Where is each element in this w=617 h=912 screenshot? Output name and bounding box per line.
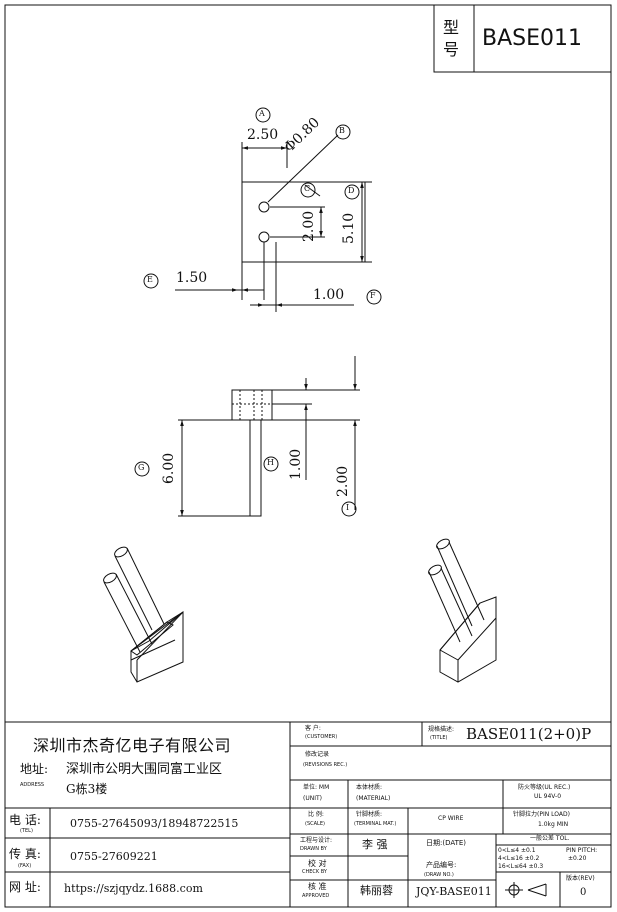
dim-c: 2.00 <box>301 210 317 242</box>
revisions-en: (REVISIONS REC.) <box>303 762 348 768</box>
iso-view-left <box>103 546 184 683</box>
projection-symbol-icon <box>505 882 547 898</box>
rev-no-label: 版本(REV) <box>566 875 595 882</box>
callout-a: A <box>259 109 265 118</box>
dim-e: 1.50 <box>176 270 208 286</box>
fax-value: 0755-27609221 <box>70 850 158 863</box>
address-en: ADDRESS <box>20 782 45 788</box>
product-en: (DRAW NO.) <box>424 872 454 878</box>
callout-b: B <box>339 126 345 135</box>
top-view <box>175 134 372 312</box>
dim-f: 1.00 <box>313 287 345 303</box>
tel-value: 0755-27645093/18948722515 <box>70 817 239 830</box>
material-en: (MATERIAL) <box>356 795 391 802</box>
tolerance-row2: 4<L≤16 ±0.2 <box>498 855 540 862</box>
company-name: 深圳市杰奇亿电子有限公司 <box>33 736 232 755</box>
fax-en: (FAX) <box>18 863 32 869</box>
product-label: 产品编号: <box>426 861 457 869</box>
callout-circles <box>134 107 382 517</box>
fire-rating-value: UL 94V-0 <box>534 793 562 800</box>
pin-hole-upper <box>258 201 270 213</box>
tolerance-row1: 0<L≤4 ±0.1 <box>498 847 536 854</box>
tolerance-row3: 16<L≤64 ±0.3 <box>498 863 544 870</box>
pin-load-label: 针脚拉力(PIN LOAD) <box>513 811 570 818</box>
pin-pitch-label: PIN PITCH: <box>566 847 598 854</box>
date-label: 日期:(DATE) <box>426 839 467 847</box>
title-en: (TITLE) <box>430 735 448 741</box>
unit-label: 单位: MM <box>303 784 330 791</box>
approved-label: 核 准 <box>308 882 327 891</box>
callout-c: C <box>304 184 311 193</box>
fax-label: 传 真: <box>9 847 41 861</box>
side-view <box>178 356 360 517</box>
callout-d: D <box>348 186 355 195</box>
revisions-label: 修改记录 <box>305 751 330 758</box>
check-en: CHECK BY <box>302 869 327 875</box>
title-value: BASE011(2+0)P <box>466 725 592 743</box>
web-label: 网 址: <box>9 880 41 894</box>
material-label: 本体材质: <box>356 784 383 791</box>
check-label: 校 对 <box>308 859 327 868</box>
model-label-char1: 型 <box>443 18 460 37</box>
web-value[interactable]: https://szjqydz.1688.com <box>64 882 203 895</box>
dim-d: 5.10 <box>341 212 357 244</box>
address-line1: 深圳市公明大围同富工业区 <box>66 762 223 777</box>
model-value: BASE011 <box>482 26 582 51</box>
unit-en: (UNIT) <box>303 795 322 802</box>
scale-label: 比 例: <box>308 811 324 818</box>
pin-pitch-value: ±0.20 <box>568 855 587 862</box>
drawn-value: 李 强 <box>362 838 388 851</box>
title-block-grid <box>5 721 611 907</box>
model-box <box>433 4 612 73</box>
tel-label: 电 话: <box>9 813 41 827</box>
callout-g: G <box>138 463 145 472</box>
address-label: 地址: <box>20 762 49 776</box>
approved-en: APPROVED <box>302 893 330 899</box>
pin-load-value: 1.0kg MIN <box>538 821 569 828</box>
dim-h: 1.00 <box>288 448 304 480</box>
customer-en: (CUSTOMER) <box>305 734 338 740</box>
drawn-en: DRAWN BY <box>300 846 327 852</box>
callout-i: I <box>346 503 350 512</box>
sheet-border <box>4 4 612 908</box>
callout-e: E <box>147 275 153 284</box>
dim-a: 2.50 <box>247 127 279 143</box>
pin-hole-lower <box>258 231 270 243</box>
terminal-label: 针脚材质: <box>356 811 383 818</box>
tolerance-label: 一般公差 TOL. <box>530 835 570 842</box>
customer-label: 客 户: <box>305 725 321 732</box>
rev-no-value: 0 <box>580 887 587 898</box>
callout-h: H <box>267 458 274 467</box>
fire-rating-label: 防火等级(UL REC.) <box>518 784 571 791</box>
iso-view-right <box>428 538 497 683</box>
dim-g: 6.00 <box>161 452 177 484</box>
drawn-label: 工程与设计: <box>300 837 333 844</box>
dim-i: 2.00 <box>335 465 351 497</box>
terminal-en: (TERMINAL MAT.) <box>354 821 397 827</box>
title-label: 规格描述: <box>428 726 455 733</box>
terminal-value: CP WIRE <box>438 815 464 822</box>
approved-value: 韩丽蓉 <box>360 884 393 897</box>
scale-en: (SCALE) <box>305 821 325 827</box>
address-line2: G栋3楼 <box>66 782 108 796</box>
callout-f: F <box>370 291 376 300</box>
product-value: JQY-BASE011 <box>416 885 492 898</box>
model-label-char2: 号 <box>443 40 460 59</box>
tel-en: (TEL) <box>20 828 33 834</box>
